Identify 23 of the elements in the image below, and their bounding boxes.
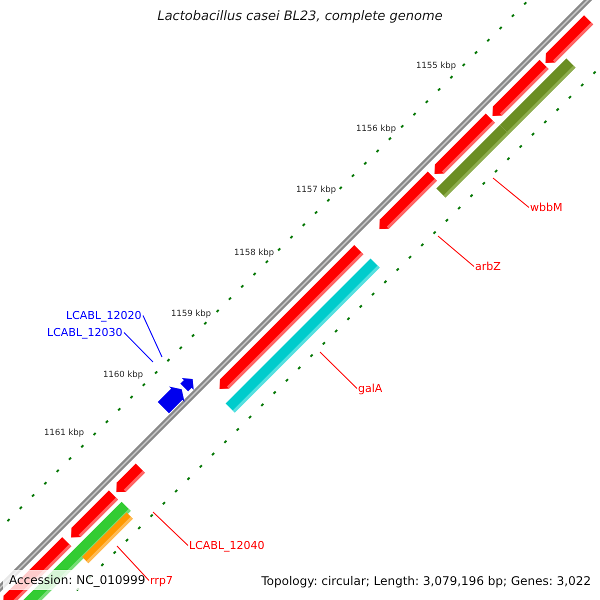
scale-label: 1160 kbp	[103, 370, 144, 380]
gene-label: LCABL_12020	[66, 309, 142, 322]
leader-line	[152, 512, 188, 546]
scale-label: 1155 kbp	[416, 61, 456, 72]
scale-label: 1159 kbp	[171, 309, 212, 320]
gene-label: LCABL_12030	[47, 326, 123, 340]
diagram-title: Lactobacillus casei BL23, complete genome	[156, 9, 444, 25]
gene-label: LCABL_12040	[189, 539, 265, 552]
scale-label: 1161 kbp	[44, 428, 84, 438]
leader-line	[142, 315, 162, 358]
gene-label: galA	[358, 382, 382, 396]
scale-label: 1158 kbp	[234, 248, 274, 258]
gene-label: wbbM	[530, 201, 562, 214]
genome-summary: Topology: circular; Length: 3,079,196 bp; Genes: 3,022	[261, 574, 591, 588]
gene-label: rrp7	[150, 574, 173, 588]
scale-label: 1157 kbp	[296, 185, 336, 196]
scale-label: 1156 kbp	[356, 124, 396, 134]
gene-label: arbZ	[475, 260, 501, 274]
leader-line	[116, 546, 150, 581]
leader-line	[492, 178, 530, 208]
leader-line	[124, 332, 154, 362]
leader-line	[320, 352, 358, 389]
leader-line	[438, 236, 474, 267]
